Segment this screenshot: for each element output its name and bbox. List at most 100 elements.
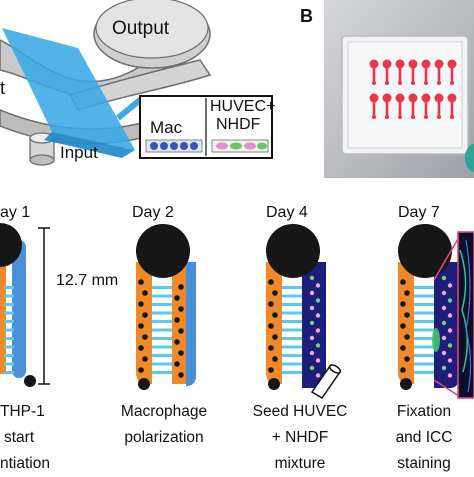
macrophage-dot [142, 312, 148, 318]
bridge-band [4, 328, 14, 332]
bridge-band [414, 328, 434, 332]
macrophage-dot [142, 290, 148, 296]
bridge-band [152, 320, 172, 323]
bridge-band [414, 354, 434, 357]
macrophage-dot [400, 345, 406, 351]
inset-huvec-label: HUVEC+ [210, 98, 276, 115]
seeded-cell-dot [441, 275, 447, 281]
panel-b-letter: B [300, 6, 313, 26]
bridge-band [282, 328, 302, 332]
seeded-cell-dot [309, 365, 315, 371]
bridge-band [414, 286, 434, 289]
chip-well-channel [437, 101, 441, 116]
chip-well-port [369, 93, 379, 103]
macrophage-dot [142, 334, 148, 340]
seeded-cell-dot [315, 283, 321, 288]
chip-well-port [382, 59, 392, 69]
bridge-band [152, 345, 172, 349]
chip-well-channel [385, 67, 389, 82]
chip-well-channel [372, 67, 376, 82]
bridge-band [4, 303, 14, 306]
bridge-band [282, 303, 302, 306]
macrophage-cells [145, 139, 203, 153]
macrophage-dot [272, 312, 278, 318]
bridge-band [282, 311, 302, 315]
seeded-cell-dot [441, 350, 447, 356]
bridge-band [414, 371, 434, 374]
bridge-band [282, 371, 302, 374]
cross-section-plane [2, 28, 135, 150]
seeded-cell-dot [447, 343, 453, 348]
macrophage-dot [138, 367, 144, 373]
macrophage-dot [268, 323, 274, 329]
bridge-band [282, 354, 302, 357]
bridge-band [414, 303, 434, 306]
chip-well-port [421, 59, 431, 69]
bridge-band [4, 320, 14, 323]
step2-caption: Macrophage polarization [120, 403, 208, 446]
bridge-band [4, 311, 14, 315]
macrophage-dot [268, 345, 274, 351]
seeded-cell-dot [441, 335, 447, 341]
bridge-band [414, 345, 434, 349]
macrophage-dot [404, 356, 410, 362]
chip-well-channel [424, 101, 428, 116]
chip-well-inlet [411, 81, 415, 85]
chip-well-port [408, 59, 418, 69]
macrophage-dot [178, 306, 184, 312]
chip-well-channel [450, 67, 454, 82]
chip-well-inlet [411, 115, 415, 119]
seeded-cell-dot [315, 358, 321, 363]
bridge-band [282, 362, 302, 366]
bridge-band [282, 337, 302, 340]
bridge-band [414, 294, 434, 298]
macrophage-dot [174, 317, 180, 323]
chip-well-channel [398, 101, 402, 116]
chip-well-port [395, 93, 405, 103]
macrophage-dot [178, 284, 184, 290]
macrophage-dot [174, 361, 180, 367]
huvec-nhdf-cells [211, 139, 269, 153]
chip-well-inlet [398, 81, 402, 85]
bridge-band [414, 320, 434, 323]
seeded-cell-dot [447, 283, 453, 288]
chip-wells [369, 59, 457, 119]
seeded-cell-dot [315, 298, 321, 303]
bridge-band [414, 311, 434, 315]
pipette-tip-icon [310, 364, 342, 400]
bridge-band [4, 371, 14, 374]
bridge-band [4, 354, 14, 357]
output-port [93, 0, 211, 69]
macrophage-dot [138, 279, 144, 285]
input-label: Input [60, 143, 98, 162]
chip-well-channel [385, 101, 389, 116]
device-day4 [266, 224, 342, 400]
macrophage-dot [400, 323, 406, 329]
seeded-cell-dot [441, 305, 447, 311]
bridge-band [414, 337, 434, 340]
chip-well-port [434, 59, 444, 69]
chip-well-port [447, 93, 457, 103]
bridge-band [4, 337, 14, 340]
macrophage-dot [400, 367, 406, 373]
chip-well-channel [411, 67, 415, 82]
macrophage-dot [174, 339, 180, 345]
chip-well-inlet [450, 115, 454, 119]
chip-well-channel [411, 101, 415, 116]
inset-nhdf-label: NHDF [216, 116, 261, 133]
macrophage-dot [174, 295, 180, 301]
seeded-cell-dot [309, 320, 315, 326]
seeded-cell-dot [309, 350, 315, 356]
chip-well-inlet [424, 115, 428, 119]
chip-well-channel [372, 101, 376, 116]
bridge-band [152, 371, 172, 374]
macrophage-dot [404, 334, 410, 340]
step3-day-label: Day 4 [266, 204, 308, 221]
macrophage-dot [272, 290, 278, 296]
macrophage-dot [272, 334, 278, 340]
bridge-band [282, 294, 302, 298]
seeded-cell-dot [447, 373, 453, 378]
bridge-band [152, 303, 172, 306]
